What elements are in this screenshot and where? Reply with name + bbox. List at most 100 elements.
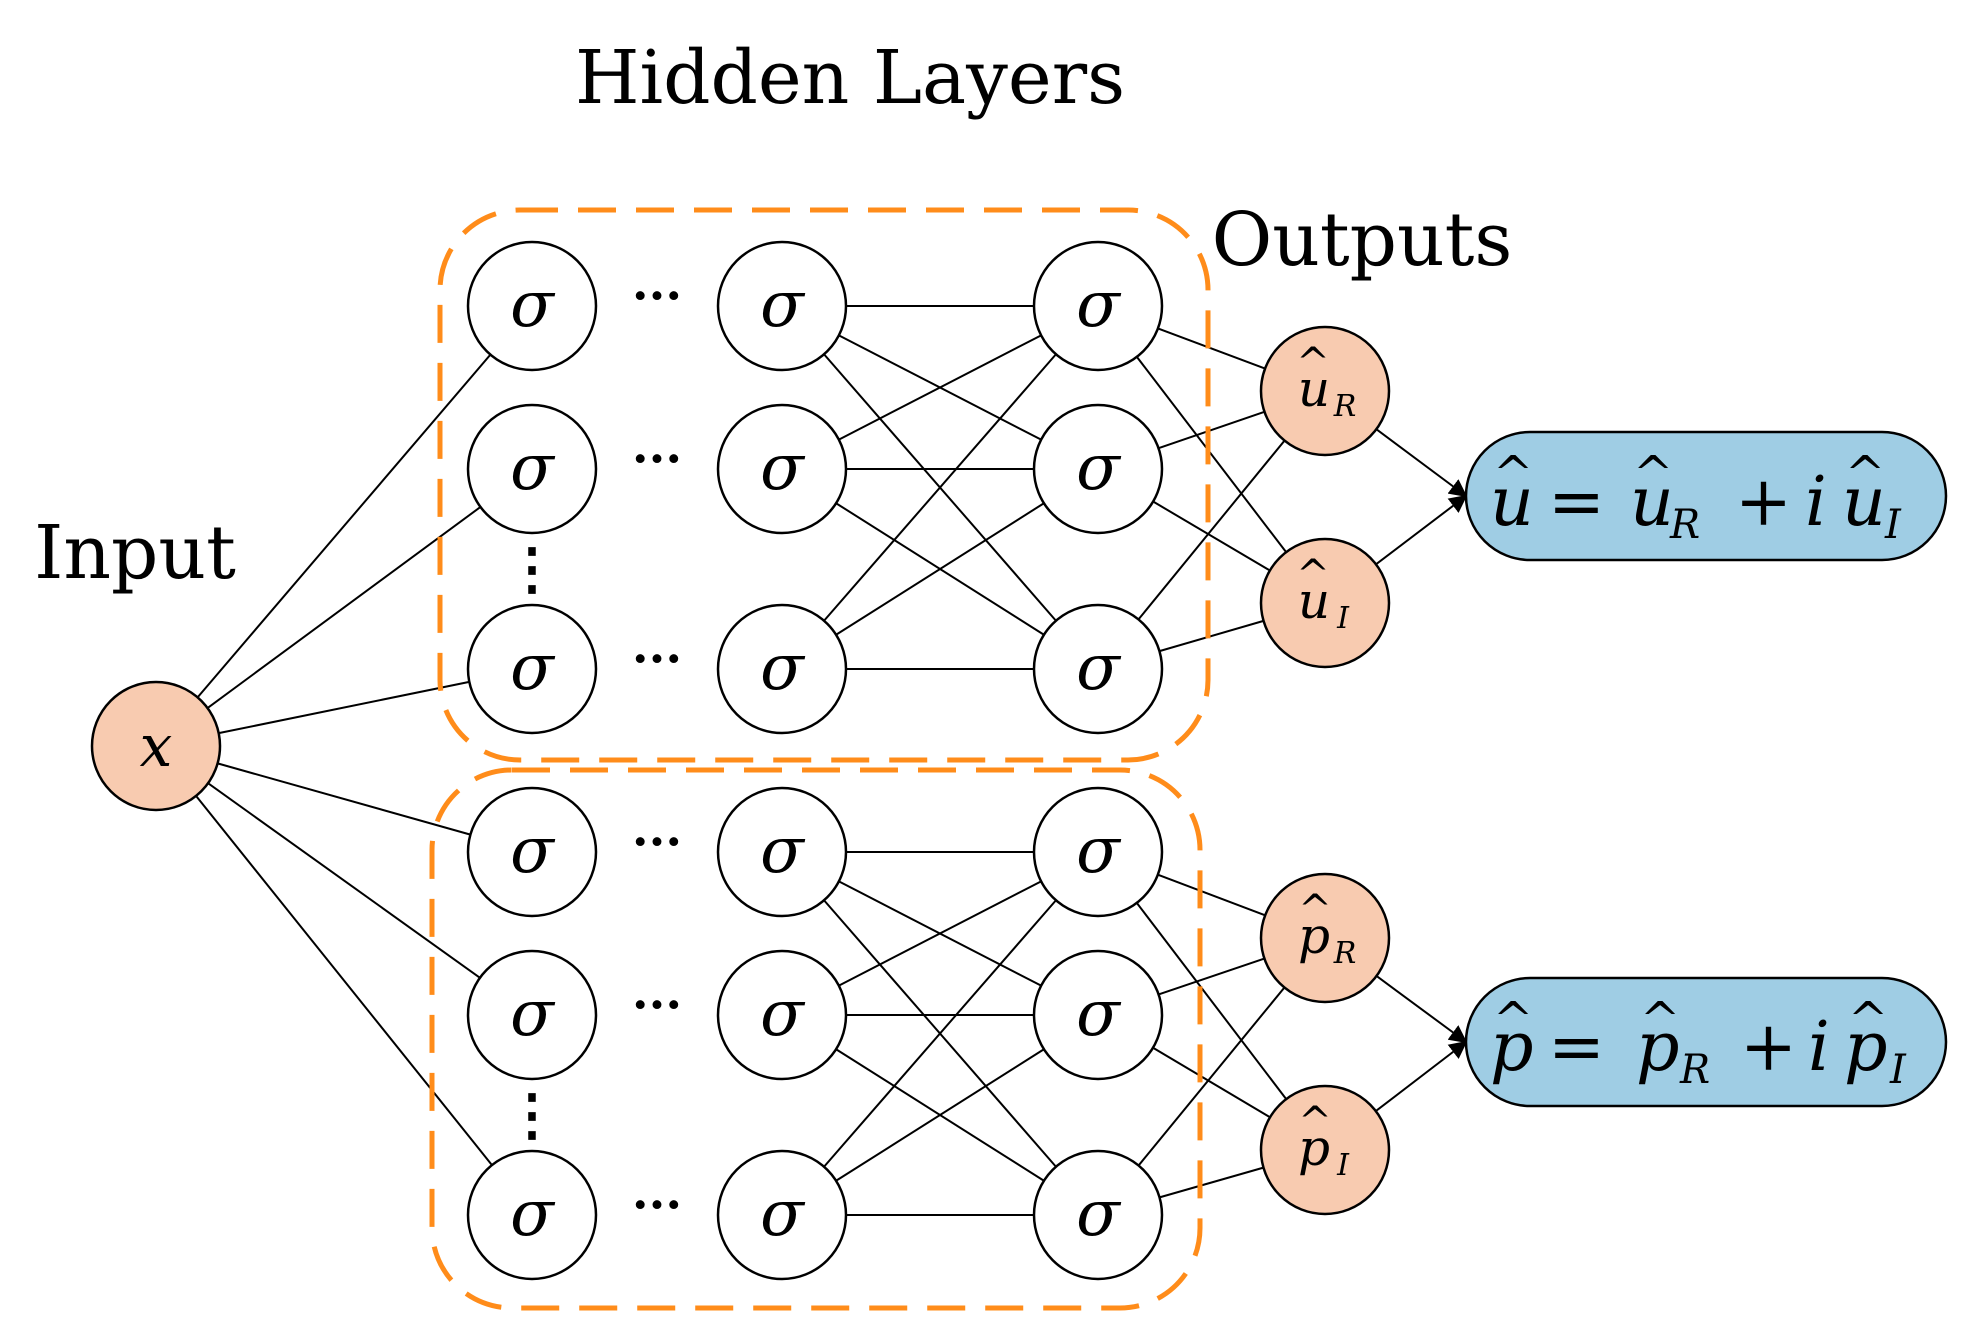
hidden-node: σ xyxy=(466,1149,598,1281)
sigma-label: σ xyxy=(1076,1177,1122,1251)
svg-text:u: u xyxy=(1490,463,1534,542)
arrow-icon xyxy=(1375,494,1468,566)
svg-text:^: ^ xyxy=(1493,446,1533,502)
svg-text:^: ^ xyxy=(1493,992,1533,1048)
input-title: Input xyxy=(34,510,236,596)
svg-text:^: ^ xyxy=(1845,446,1885,502)
ellipsis-horizontal: ··· xyxy=(632,814,682,870)
sigma-label: σ xyxy=(1076,268,1122,342)
sigma-label: σ xyxy=(760,1177,806,1251)
edge-input-hidden xyxy=(206,506,482,709)
hidden-node-circle xyxy=(716,1149,848,1281)
svg-text:u: u xyxy=(1842,463,1886,542)
hidden-node: σ xyxy=(716,240,848,372)
svg-text:+: + xyxy=(1735,463,1792,542)
input-node: x xyxy=(90,680,222,812)
output-node-u-imag: u ^ I xyxy=(1259,537,1391,669)
hidden-node: σ xyxy=(1032,603,1164,735)
sigma-label: σ xyxy=(510,631,556,705)
edge-hidden-output xyxy=(1152,1046,1271,1119)
hidden-node-circle xyxy=(716,949,848,1081)
outputs-title: Outputs xyxy=(1212,197,1513,283)
hidden-node: σ xyxy=(1032,1149,1164,1281)
svg-text:I: I xyxy=(1336,1148,1350,1183)
edge-hidden-output xyxy=(1159,1166,1264,1199)
arrow-icon xyxy=(1375,1040,1468,1112)
svg-text:^: ^ xyxy=(1298,887,1332,933)
edge-hidden-output xyxy=(1136,356,1287,553)
edge-hidden-hidden xyxy=(838,880,1042,987)
svg-text:R: R xyxy=(1333,389,1357,424)
edge-hidden-hidden xyxy=(835,1048,1045,1182)
svg-text:p: p xyxy=(1844,1008,1888,1087)
output-node-p-real: p ^ R xyxy=(1259,872,1391,1004)
edge-hidden-hidden xyxy=(835,502,1045,636)
hidden-node-circle xyxy=(466,949,598,1081)
edge-hidden-output xyxy=(1159,619,1264,653)
sigma-label: σ xyxy=(1076,431,1122,505)
edge-hidden-hidden xyxy=(823,899,1057,1168)
hidden-node-circle xyxy=(1032,603,1164,735)
hidden-node: σ xyxy=(466,240,598,372)
edge-hidden-hidden xyxy=(838,334,1042,441)
sigma-label: σ xyxy=(760,631,806,705)
sigma-label: σ xyxy=(510,977,556,1051)
ellipsis-horizontal: ··· xyxy=(632,1177,682,1233)
hidden-node-circle xyxy=(466,403,598,535)
hidden-node: σ xyxy=(716,603,848,735)
svg-text:I: I xyxy=(1336,601,1350,636)
hidden-node: σ xyxy=(1032,949,1164,1081)
ellipses: ··················⋮⋮ xyxy=(504,268,682,1233)
hidden-node: σ xyxy=(716,786,848,918)
edge-hidden-hidden xyxy=(823,353,1057,622)
svg-text:R: R xyxy=(1333,936,1357,971)
edge-hidden-output xyxy=(1157,327,1266,370)
edge-hidden-output xyxy=(1157,873,1266,917)
hidden-node: σ xyxy=(1032,403,1164,535)
hidden-layers-box-bottom xyxy=(429,767,1203,1311)
sigma-label: σ xyxy=(760,814,806,888)
hidden-node-circle xyxy=(716,603,848,735)
svg-text:x: x xyxy=(140,712,173,780)
edge-hidden-output xyxy=(1158,957,1265,996)
edge-hidden-output xyxy=(1137,439,1286,621)
arrow-icon xyxy=(1375,428,1468,498)
ellipsis-horizontal: ··· xyxy=(632,268,682,324)
edge-hidden-output xyxy=(1137,986,1286,1167)
hidden-node-circle xyxy=(716,403,848,535)
sigma-label: σ xyxy=(760,268,806,342)
hidden-node-circle xyxy=(466,603,598,735)
svg-text:i: i xyxy=(1808,1008,1830,1087)
ellipsis-vertical: ⋮ xyxy=(504,1082,560,1148)
svg-text:+: + xyxy=(1740,1008,1797,1087)
svg-text:i: i xyxy=(1805,463,1827,542)
connection-lines xyxy=(195,305,1468,1216)
svg-text:u: u xyxy=(1298,572,1330,630)
ellipsis-horizontal: ··· xyxy=(632,431,682,487)
hidden-node: σ xyxy=(466,603,598,735)
hidden-node-circle xyxy=(1032,949,1164,1081)
hidden-node: σ xyxy=(716,403,848,535)
svg-text:R: R xyxy=(1669,502,1700,548)
hidden-layers-title: Hidden Layers xyxy=(575,35,1125,121)
svg-text:I: I xyxy=(1884,502,1902,548)
sigma-label: σ xyxy=(510,814,556,888)
svg-text:p: p xyxy=(1298,1119,1330,1177)
hidden-node-circle xyxy=(1032,403,1164,535)
svg-text:p: p xyxy=(1298,907,1330,965)
hidden-node-circle xyxy=(466,240,598,372)
result-p: ^ p = ^ p R + i ^ p I xyxy=(1464,976,1948,1108)
edge-input-hidden xyxy=(218,680,470,735)
hidden-node-circle xyxy=(1032,1149,1164,1281)
sigma-label: σ xyxy=(510,268,556,342)
hidden-node-circle xyxy=(1032,240,1164,372)
sigma-label: σ xyxy=(760,977,806,1051)
svg-text:^: ^ xyxy=(1640,992,1680,1048)
svg-text:R: R xyxy=(1679,1047,1710,1093)
svg-text:p: p xyxy=(1490,1008,1534,1087)
sigma-label: σ xyxy=(1076,977,1122,1051)
svg-text:u: u xyxy=(1298,360,1330,418)
sigma-label: σ xyxy=(510,431,556,505)
edge-input-hidden xyxy=(217,762,471,836)
